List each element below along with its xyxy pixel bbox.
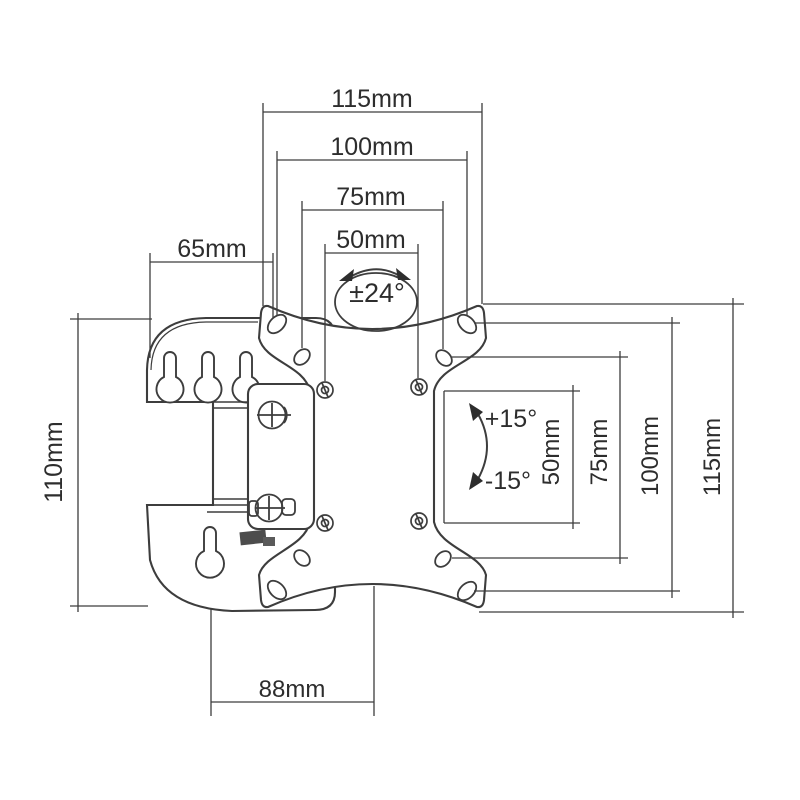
mid-slot-hole [434, 550, 452, 568]
tilt-bracket [207, 382, 316, 546]
swivel-annotation [334, 268, 418, 332]
dim-height-100 [474, 317, 680, 598]
bracket-rails [207, 401, 252, 513]
tilt-arrowhead-up [469, 403, 483, 421]
keyhole-slot [195, 526, 225, 579]
screw-slot [415, 379, 423, 395]
dim-label-height-75: 75mm [586, 419, 613, 486]
dim-height-115 [479, 298, 744, 618]
tilt-arrowhead-down [469, 472, 483, 490]
dim-label-width-115: 115mm [331, 85, 413, 113]
top-screw [257, 400, 291, 430]
swivel-arrow-arc [349, 268, 401, 278]
screw-slot [415, 513, 423, 529]
dim-height-110 [70, 313, 152, 612]
mid-slot-hole [293, 348, 311, 366]
dim-label-offset-88: 88mm [259, 676, 326, 703]
corner-slot-hole [266, 579, 288, 601]
dim-label-width-100: 100mm [330, 133, 413, 161]
bracket-body [246, 382, 316, 531]
screw-slot [321, 382, 329, 398]
dim-width-100 [276, 151, 468, 316]
vesa-screw-hole [410, 512, 428, 530]
dim-width-50 [324, 244, 419, 381]
dim-label-height-110: 110mm [40, 421, 68, 503]
tilt-annotation [469, 403, 488, 490]
swivel-arrowhead-left [339, 269, 354, 281]
angle-label-tilt-up: +15° [485, 405, 537, 433]
dim-label-height-50: 50mm [538, 419, 565, 486]
wall-plate-edge-thickness [150, 321, 258, 371]
vesa-plate [257, 304, 488, 609]
corner-slot-hole [456, 580, 478, 602]
dim-width-115 [262, 103, 483, 306]
dim-height-50-box [443, 385, 580, 529]
screw-hole-ring [414, 516, 424, 526]
clamp-block [263, 537, 275, 546]
mid-slot-hole [435, 349, 453, 367]
tilt-arrow-arc [477, 413, 488, 480]
angle-label-swivel: ±24° [349, 278, 405, 308]
dim-label-width-50: 50mm [336, 226, 405, 254]
swivel-arrowhead-right [396, 268, 411, 280]
mid-slot-hole [293, 549, 311, 567]
screw-hole-ring [410, 378, 428, 396]
swivel-ellipse [334, 272, 418, 332]
dim-width-75 [301, 201, 444, 349]
vesa-screw-hole [410, 378, 428, 396]
keyhole-slot [193, 351, 223, 404]
dimension-annotations [70, 103, 744, 716]
screw-hole-ring [316, 381, 334, 399]
vesa-screw-hole [316, 381, 334, 399]
dim-label-width-75: 75mm [336, 183, 405, 211]
vesa-screw-hole [316, 514, 334, 532]
clamp-block [239, 529, 267, 546]
dim-height-75 [452, 351, 628, 564]
dim-label-height-115: 115mm [699, 418, 726, 496]
screw-hole-ring [414, 382, 424, 392]
corner-slot-hole [456, 313, 478, 335]
corner-slot-hole [266, 313, 288, 335]
angle-label-tilt-down: -15° [485, 467, 531, 495]
screw-slot [321, 515, 329, 531]
tilt-knob [248, 493, 296, 523]
screw-hole-ring [320, 385, 330, 395]
keyhole-slot [155, 351, 185, 404]
dim-label-height-100: 100mm [637, 416, 664, 496]
dim-label-offset-65: 65mm [177, 235, 246, 263]
screw-hole-ring [410, 512, 428, 530]
dimension-labels: 115mm 100mm 75mm 50mm 65mm 110mm 88mm 50… [40, 85, 726, 703]
screw-hole-ring [320, 518, 330, 528]
screw-hole-ring [316, 514, 334, 532]
dim-offset-65 [149, 253, 274, 358]
dim-offset-88 [210, 586, 375, 716]
